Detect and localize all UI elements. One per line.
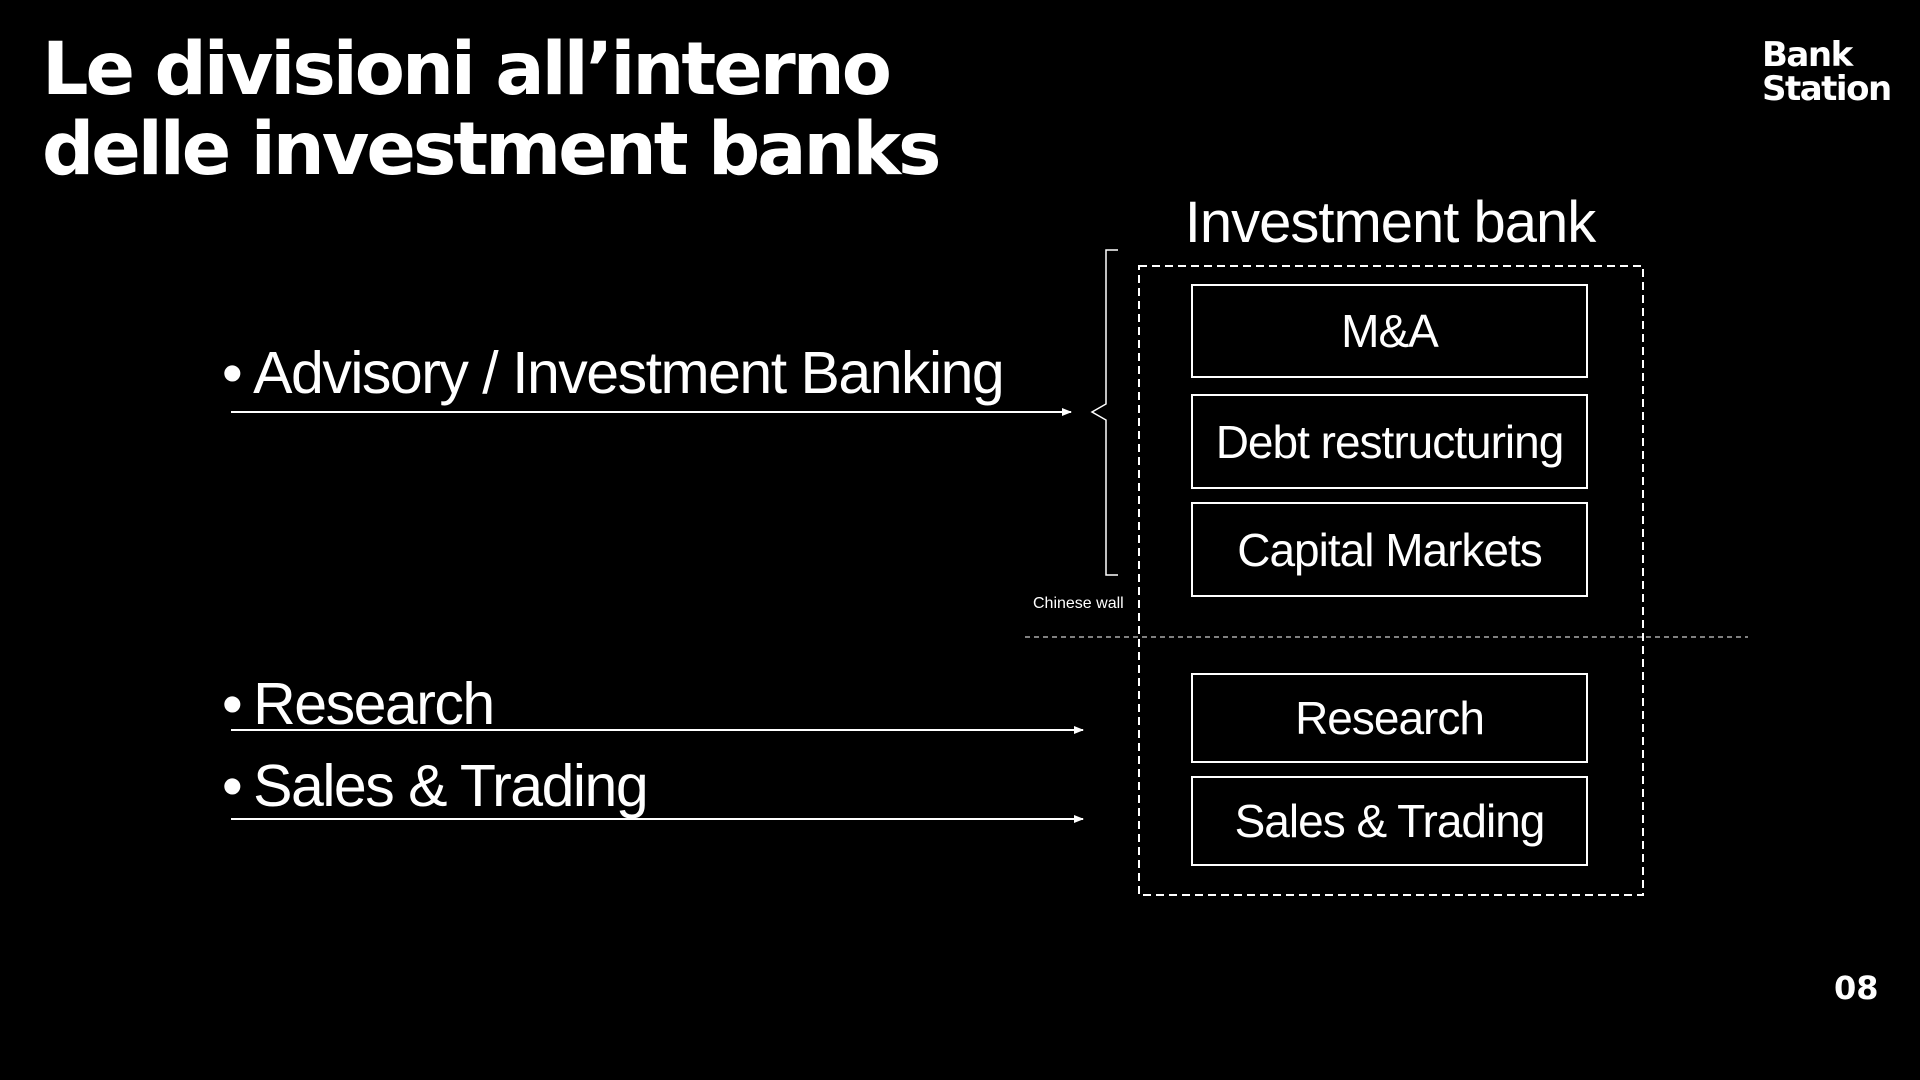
bullet-sales-trading-label: Sales & Trading xyxy=(253,753,649,819)
investment-bank-dashed-box xyxy=(1138,265,1644,896)
division-box-sales-trading: Sales & Trading xyxy=(1191,776,1588,866)
division-box-debt-restructuring: Debt restructuring xyxy=(1191,394,1588,489)
slide-title-line-1: Le divisioni all’interno xyxy=(42,27,892,112)
page-number: 08 xyxy=(1834,969,1879,1007)
slide-title: Le divisioni all’interno delle investmen… xyxy=(42,27,942,192)
slide-title-line-2: delle investment banks xyxy=(42,107,942,192)
bullet-research-label: Research xyxy=(253,671,495,737)
bank-station-logo: Bank Station xyxy=(1762,35,1892,109)
logo-line-2: Station xyxy=(1762,69,1892,109)
advisory-group-bracket xyxy=(1090,249,1118,576)
bullet-marker: • xyxy=(222,671,243,737)
division-box-research: Research xyxy=(1191,673,1588,763)
division-box-ma: M&A xyxy=(1191,284,1588,378)
logo-line-1: Bank xyxy=(1762,35,1853,75)
bullet-advisory-label: Advisory / Investment Banking xyxy=(253,340,1005,406)
bullet-research: •Research xyxy=(222,671,495,737)
bullet-advisory: •Advisory / Investment Banking xyxy=(222,340,1005,406)
bullet-marker: • xyxy=(222,753,243,819)
chinese-wall-label: Chinese wall xyxy=(1033,595,1124,612)
division-box-capital-markets: Capital Markets xyxy=(1191,502,1588,597)
bullet-marker: • xyxy=(222,340,243,406)
investment-bank-title: Investment bank xyxy=(1184,190,1597,255)
bullet-sales-trading: •Sales & Trading xyxy=(222,753,649,819)
